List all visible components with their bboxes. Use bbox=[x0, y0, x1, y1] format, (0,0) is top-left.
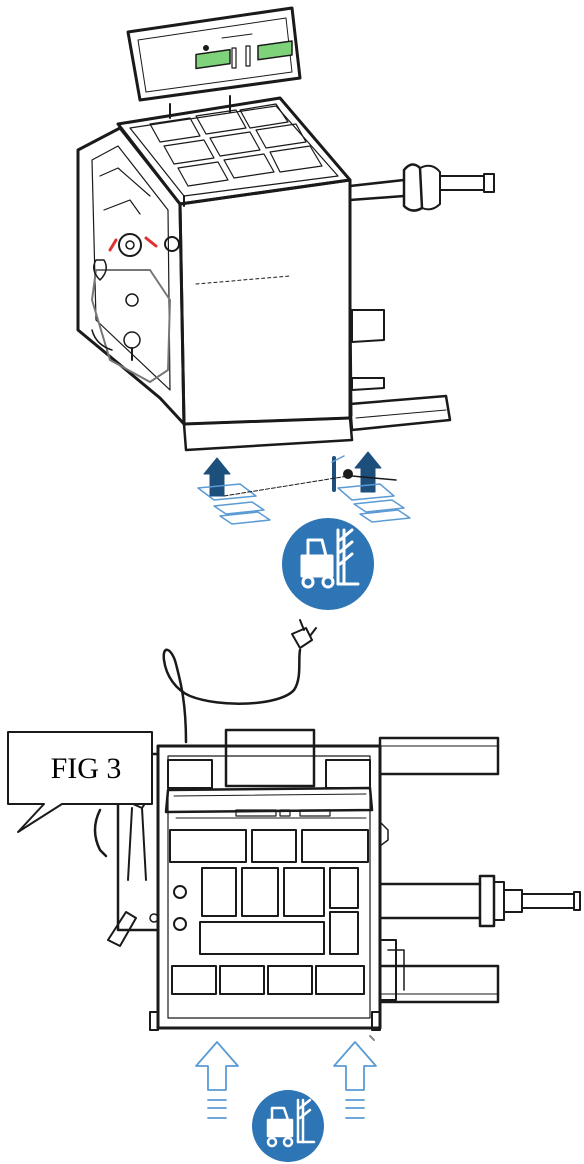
figure-caption: FIG 3 bbox=[50, 752, 122, 785]
forklift-icon bbox=[282, 518, 374, 610]
lift-arrow-outline-left bbox=[195, 1041, 239, 1119]
base-rails-top bbox=[378, 736, 500, 1004]
cabinet-top-frame bbox=[156, 744, 389, 1030]
cabinet-feet bbox=[149, 1011, 381, 1041]
side-panel bbox=[76, 126, 186, 426]
balancing-shaft bbox=[348, 163, 495, 212]
balancer-top-view bbox=[7, 619, 581, 1162]
power-cable bbox=[162, 619, 317, 744]
lift-points-bottom bbox=[195, 1041, 377, 1119]
balancing-shaft-top bbox=[378, 874, 581, 928]
lift-points-top bbox=[197, 451, 411, 525]
tray-compartments bbox=[167, 759, 371, 995]
cabinet-body bbox=[178, 178, 354, 452]
figure-callout bbox=[7, 731, 153, 833]
lift-arrow-outline-right bbox=[333, 1041, 377, 1119]
lift-arrow-right bbox=[331, 451, 411, 523]
display-panel bbox=[126, 6, 302, 119]
display-head-top bbox=[164, 728, 374, 819]
balancer-perspective-view bbox=[76, 6, 495, 610]
lift-arrow-left bbox=[197, 457, 271, 525]
base-rails bbox=[348, 309, 452, 432]
forklift-icon bbox=[252, 1090, 324, 1162]
